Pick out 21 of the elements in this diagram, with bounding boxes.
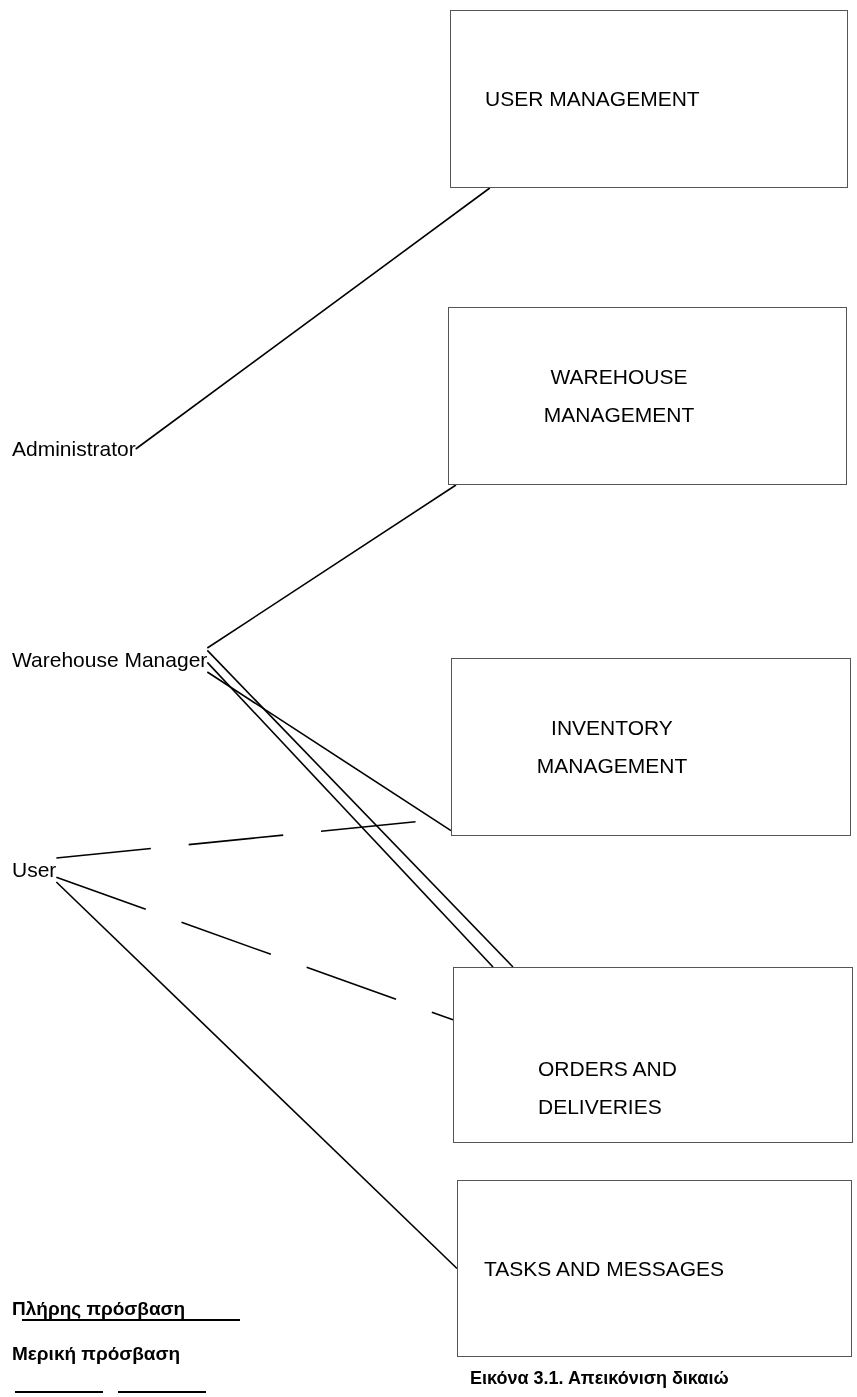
legend-label: Μερική πρόσβαση [12,1343,181,1365]
module-box [453,967,853,1143]
access-line [55,881,458,1270]
module-box [457,1180,852,1357]
module-label: WAREHOUSE MANAGEMENT [542,364,696,428]
access-line [206,671,452,832]
access-line [55,876,454,1021]
figure-caption: Εικόνα 3.1. Απεικόνιση δικαιώ [470,1368,729,1389]
module-label: INVENTORY MANAGEMENT [535,715,689,779]
module-label: ORDERS AND DELIVERIES [538,1056,678,1121]
module-label: USER MANAGEMENT [485,86,700,113]
module-box [450,10,848,188]
module-box [448,307,847,485]
role-label: Administrator [12,437,136,461]
module-box [451,658,851,836]
role-label: User [12,858,57,882]
legend-label: Πλήρης πρόσβαση [12,1298,186,1320]
access-line [134,187,491,450]
module-label: TASKS AND MESSAGES [484,1255,724,1282]
role-label: Warehouse Manager [12,648,208,672]
access-line [206,484,457,649]
